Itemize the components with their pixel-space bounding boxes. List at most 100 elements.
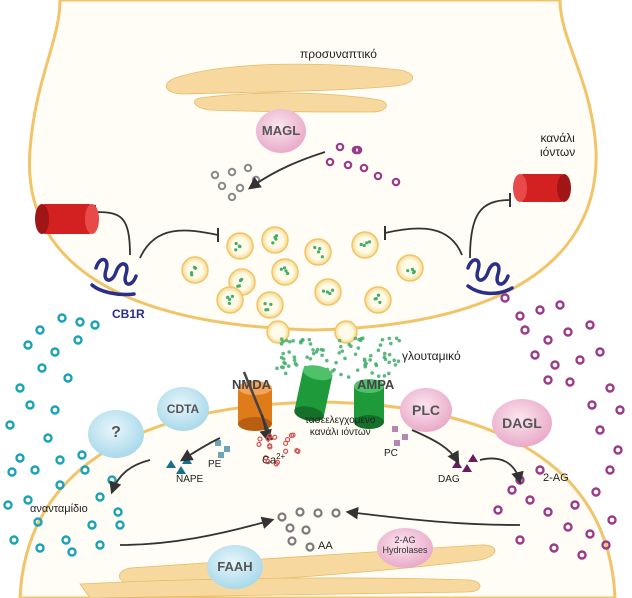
vesicle-dot	[263, 301, 267, 306]
vesicle	[396, 254, 424, 282]
anandamide-dot	[7, 467, 17, 477]
glutamate-dot	[396, 359, 401, 364]
glutamate-dot	[307, 337, 312, 342]
glutamate-dot	[299, 340, 303, 345]
vesicle-dot	[237, 284, 241, 288]
purple-dot	[373, 171, 383, 181]
two-ag-dot	[605, 465, 615, 475]
purple-dot	[359, 163, 369, 173]
glutamate-dot	[392, 358, 397, 363]
two-ag-dot	[575, 355, 585, 365]
glutamate-dot	[337, 338, 342, 343]
cb1r-receptor-left	[90, 257, 138, 297]
presynaptic-cytoskeleton	[165, 63, 413, 113]
calcium-dot	[294, 448, 300, 454]
aa-dot	[285, 523, 295, 533]
magl-arrow	[247, 151, 326, 190]
anandamide-dot	[67, 547, 77, 557]
vesicle-dot	[412, 270, 416, 274]
two-ag-dot	[530, 350, 540, 360]
glutamate-dot	[330, 369, 335, 373]
glutamate-dot	[387, 352, 392, 357]
grey-dot	[217, 181, 227, 191]
cb1r-inhibit-channel-left	[94, 211, 131, 256]
two-ag-dot	[587, 400, 597, 410]
vesicle-dot	[359, 242, 363, 247]
anandamide-dot	[23, 495, 33, 505]
purple-dot	[353, 145, 363, 155]
aa-label: AA	[318, 540, 333, 552]
purple-dot	[325, 157, 335, 167]
glutamate-dot	[315, 347, 320, 352]
anandamide-dot	[25, 400, 35, 410]
anandamide-dot	[75, 317, 85, 327]
glutamate-dot	[334, 360, 338, 365]
anandamide-dot	[57, 313, 67, 323]
anandamide-dot	[61, 535, 71, 545]
glutamate-dot	[343, 356, 347, 361]
purple-dot	[343, 160, 353, 170]
vesicle-dot	[367, 240, 372, 244]
glutamate-dot	[279, 365, 284, 369]
ion-channel-label: κανάλι ιόντων	[540, 131, 576, 159]
cb1r-inhibit-channel-right	[469, 199, 511, 259]
aa-dot	[305, 542, 315, 552]
glutamate-dot	[300, 338, 305, 342]
unknown-label: ?	[111, 424, 121, 441]
glutamate-dot	[380, 337, 385, 342]
two-ag-dot	[543, 335, 553, 345]
cb1r-inhibit-vesicles-left	[139, 229, 219, 259]
glutamate-dot	[287, 339, 292, 344]
pc-label: PC	[384, 448, 398, 459]
vesicle-dot	[269, 302, 273, 307]
vesicle-dot	[378, 300, 382, 304]
glutamate-dot	[275, 366, 279, 371]
glutamate-dot	[287, 350, 291, 354]
calcium-dot	[263, 455, 269, 461]
two-ag-dot	[507, 485, 517, 495]
cb1r-receptor-right	[466, 258, 514, 296]
vesicle-dot	[273, 235, 277, 239]
calcium-label: Ca2+	[262, 452, 285, 467]
dagl-enzyme	[492, 399, 552, 447]
vesicle-dot	[237, 244, 242, 248]
glutamate-dot	[376, 374, 381, 378]
ampa-receptor	[294, 365, 333, 422]
glutamate-dot	[387, 371, 391, 376]
glutamate-dot	[376, 348, 381, 353]
calcium-dot	[283, 440, 289, 446]
vesicle-dot	[330, 288, 335, 292]
vesicle-dot	[362, 243, 366, 248]
vesicle-dot	[325, 290, 329, 294]
two-ag-dot	[515, 535, 525, 545]
two-ag-dot	[570, 500, 580, 510]
unknown-enzyme	[88, 410, 144, 458]
glutamate-dot	[293, 361, 298, 366]
two-ag-dot	[585, 529, 595, 539]
two-ag-to-aa-arrow	[345, 506, 521, 526]
glutamate-dot	[283, 361, 287, 366]
glutamate-dot	[325, 358, 329, 363]
calcium-dot	[285, 437, 291, 443]
glutamate-dot	[368, 358, 372, 362]
two-ag-dot	[563, 327, 573, 337]
two-ag-dot	[605, 383, 615, 393]
voltage-gated-channel	[354, 379, 384, 429]
two-ag-dot	[535, 465, 545, 475]
plc-arrow	[411, 429, 460, 465]
glutamate-dot	[308, 356, 313, 361]
two-ag-dot	[550, 360, 560, 370]
vesicle-dot	[230, 294, 235, 298]
two-ag-dot	[615, 405, 625, 415]
dag-label: DAG	[438, 474, 460, 485]
glutamate-dot	[283, 371, 288, 376]
grey-dot	[227, 192, 237, 202]
anandamide-dot	[73, 335, 83, 345]
two-ag-dot	[555, 300, 565, 310]
vesicle	[181, 256, 209, 284]
vesicle-dot	[376, 293, 381, 297]
nape-to-anandamide-arrow	[109, 459, 151, 495]
two-ag-dot	[565, 377, 575, 387]
anandamide-label: ανανταμίδιο	[30, 503, 88, 515]
two-ag-dot	[549, 543, 559, 553]
